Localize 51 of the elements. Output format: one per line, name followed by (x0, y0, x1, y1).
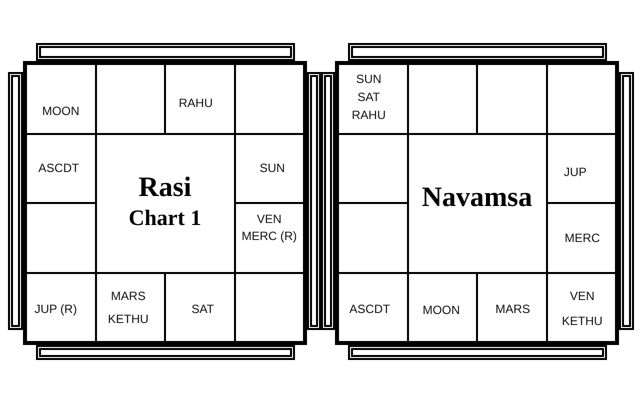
chart-title: Chart 1 (128, 204, 202, 232)
house-square (165, 64, 234, 134)
house-square (96, 272, 165, 342)
planet-label: JUP (564, 164, 587, 182)
planet-label: MARS (495, 301, 530, 318)
planet-label: KETHU (562, 313, 603, 330)
house-square (477, 64, 546, 134)
house-square (546, 64, 616, 134)
house-square (408, 272, 477, 342)
planet-label: RAHU (178, 94, 213, 112)
planet-label: KETHU (108, 311, 149, 328)
planet-label: MERC (R) (242, 228, 297, 245)
chart-frame (335, 61, 619, 345)
planet-label: VEN (570, 288, 595, 306)
house-square (477, 272, 546, 342)
planet-label: SUN (260, 160, 285, 178)
house-square (96, 64, 165, 134)
planet-label: ASCDT (349, 301, 390, 318)
house-square (338, 134, 408, 203)
house-square (234, 134, 304, 203)
house-square (26, 203, 96, 272)
house-square (338, 272, 408, 342)
planet-label: RAHU (352, 106, 386, 124)
chart-title: Rasi (138, 173, 192, 203)
house-square (26, 134, 96, 203)
house-square (234, 203, 304, 272)
planet-label: SUN (356, 70, 382, 88)
chart-title: Navamsa (422, 183, 532, 213)
house-square (408, 64, 477, 134)
planet-label: MOON (42, 102, 80, 120)
house-square (546, 134, 616, 203)
house-square (26, 64, 96, 134)
planet-label: SAT (358, 88, 380, 106)
planet-label: MERC (564, 230, 600, 247)
chart-frame (23, 61, 307, 345)
planet-label: VEN (256, 210, 282, 228)
house-square (546, 203, 616, 272)
house-square (165, 272, 234, 342)
planet-label: JUP (R) (34, 301, 77, 318)
house-square (234, 272, 304, 342)
center-square (408, 134, 546, 272)
center-square (96, 134, 234, 272)
planet-label: ASCDT (38, 160, 80, 178)
house-square (546, 272, 616, 342)
house-square (338, 203, 408, 272)
house-square (338, 64, 408, 134)
house-square (26, 272, 96, 342)
planet-label: MARS (110, 288, 146, 306)
house-square (234, 64, 304, 134)
planet-label: MOON (422, 302, 460, 320)
planet-label: SAT (192, 301, 214, 318)
